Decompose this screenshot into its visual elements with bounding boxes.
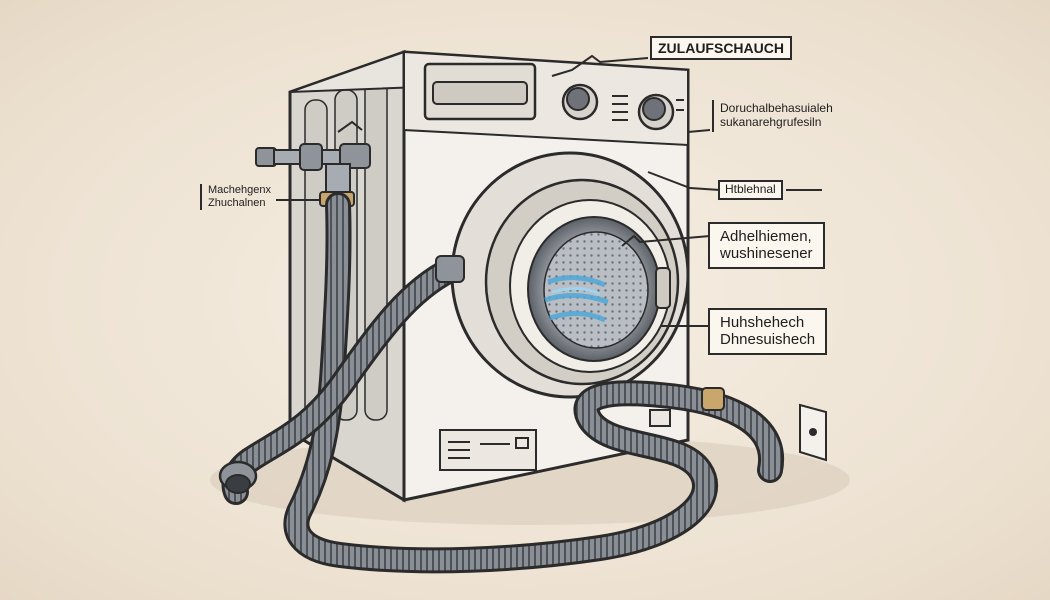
door-hinge — [655, 267, 671, 309]
temperature-knob — [637, 93, 675, 131]
label-inlet-hose: ZULAUFSCHAUCH — [650, 36, 792, 61]
panel-marks — [612, 95, 684, 121]
label-control-panel: Doruchalbehasuialeh sukanarehgrufesiln — [712, 100, 839, 132]
detergent-drawer — [423, 62, 537, 121]
wall-socket-icon — [799, 403, 827, 462]
service-hatch — [649, 409, 671, 427]
leader-lines — [276, 54, 822, 327]
program-knob — [561, 83, 599, 121]
drain-hose-end — [218, 460, 258, 494]
label-drum: Adhelhiemen, wushinesener — [708, 222, 825, 269]
bottom-vent — [439, 429, 537, 471]
hose-coupling — [435, 255, 465, 283]
hose-coupling-right — [701, 387, 725, 411]
label-tap-connection: Machehgenx Zhuchalnen — [200, 184, 271, 211]
label-drum-door: Htblehnal — [718, 180, 783, 200]
washer-drum — [527, 216, 661, 362]
label-door-seal: Huhshehech Dhnesuishech — [708, 308, 828, 355]
